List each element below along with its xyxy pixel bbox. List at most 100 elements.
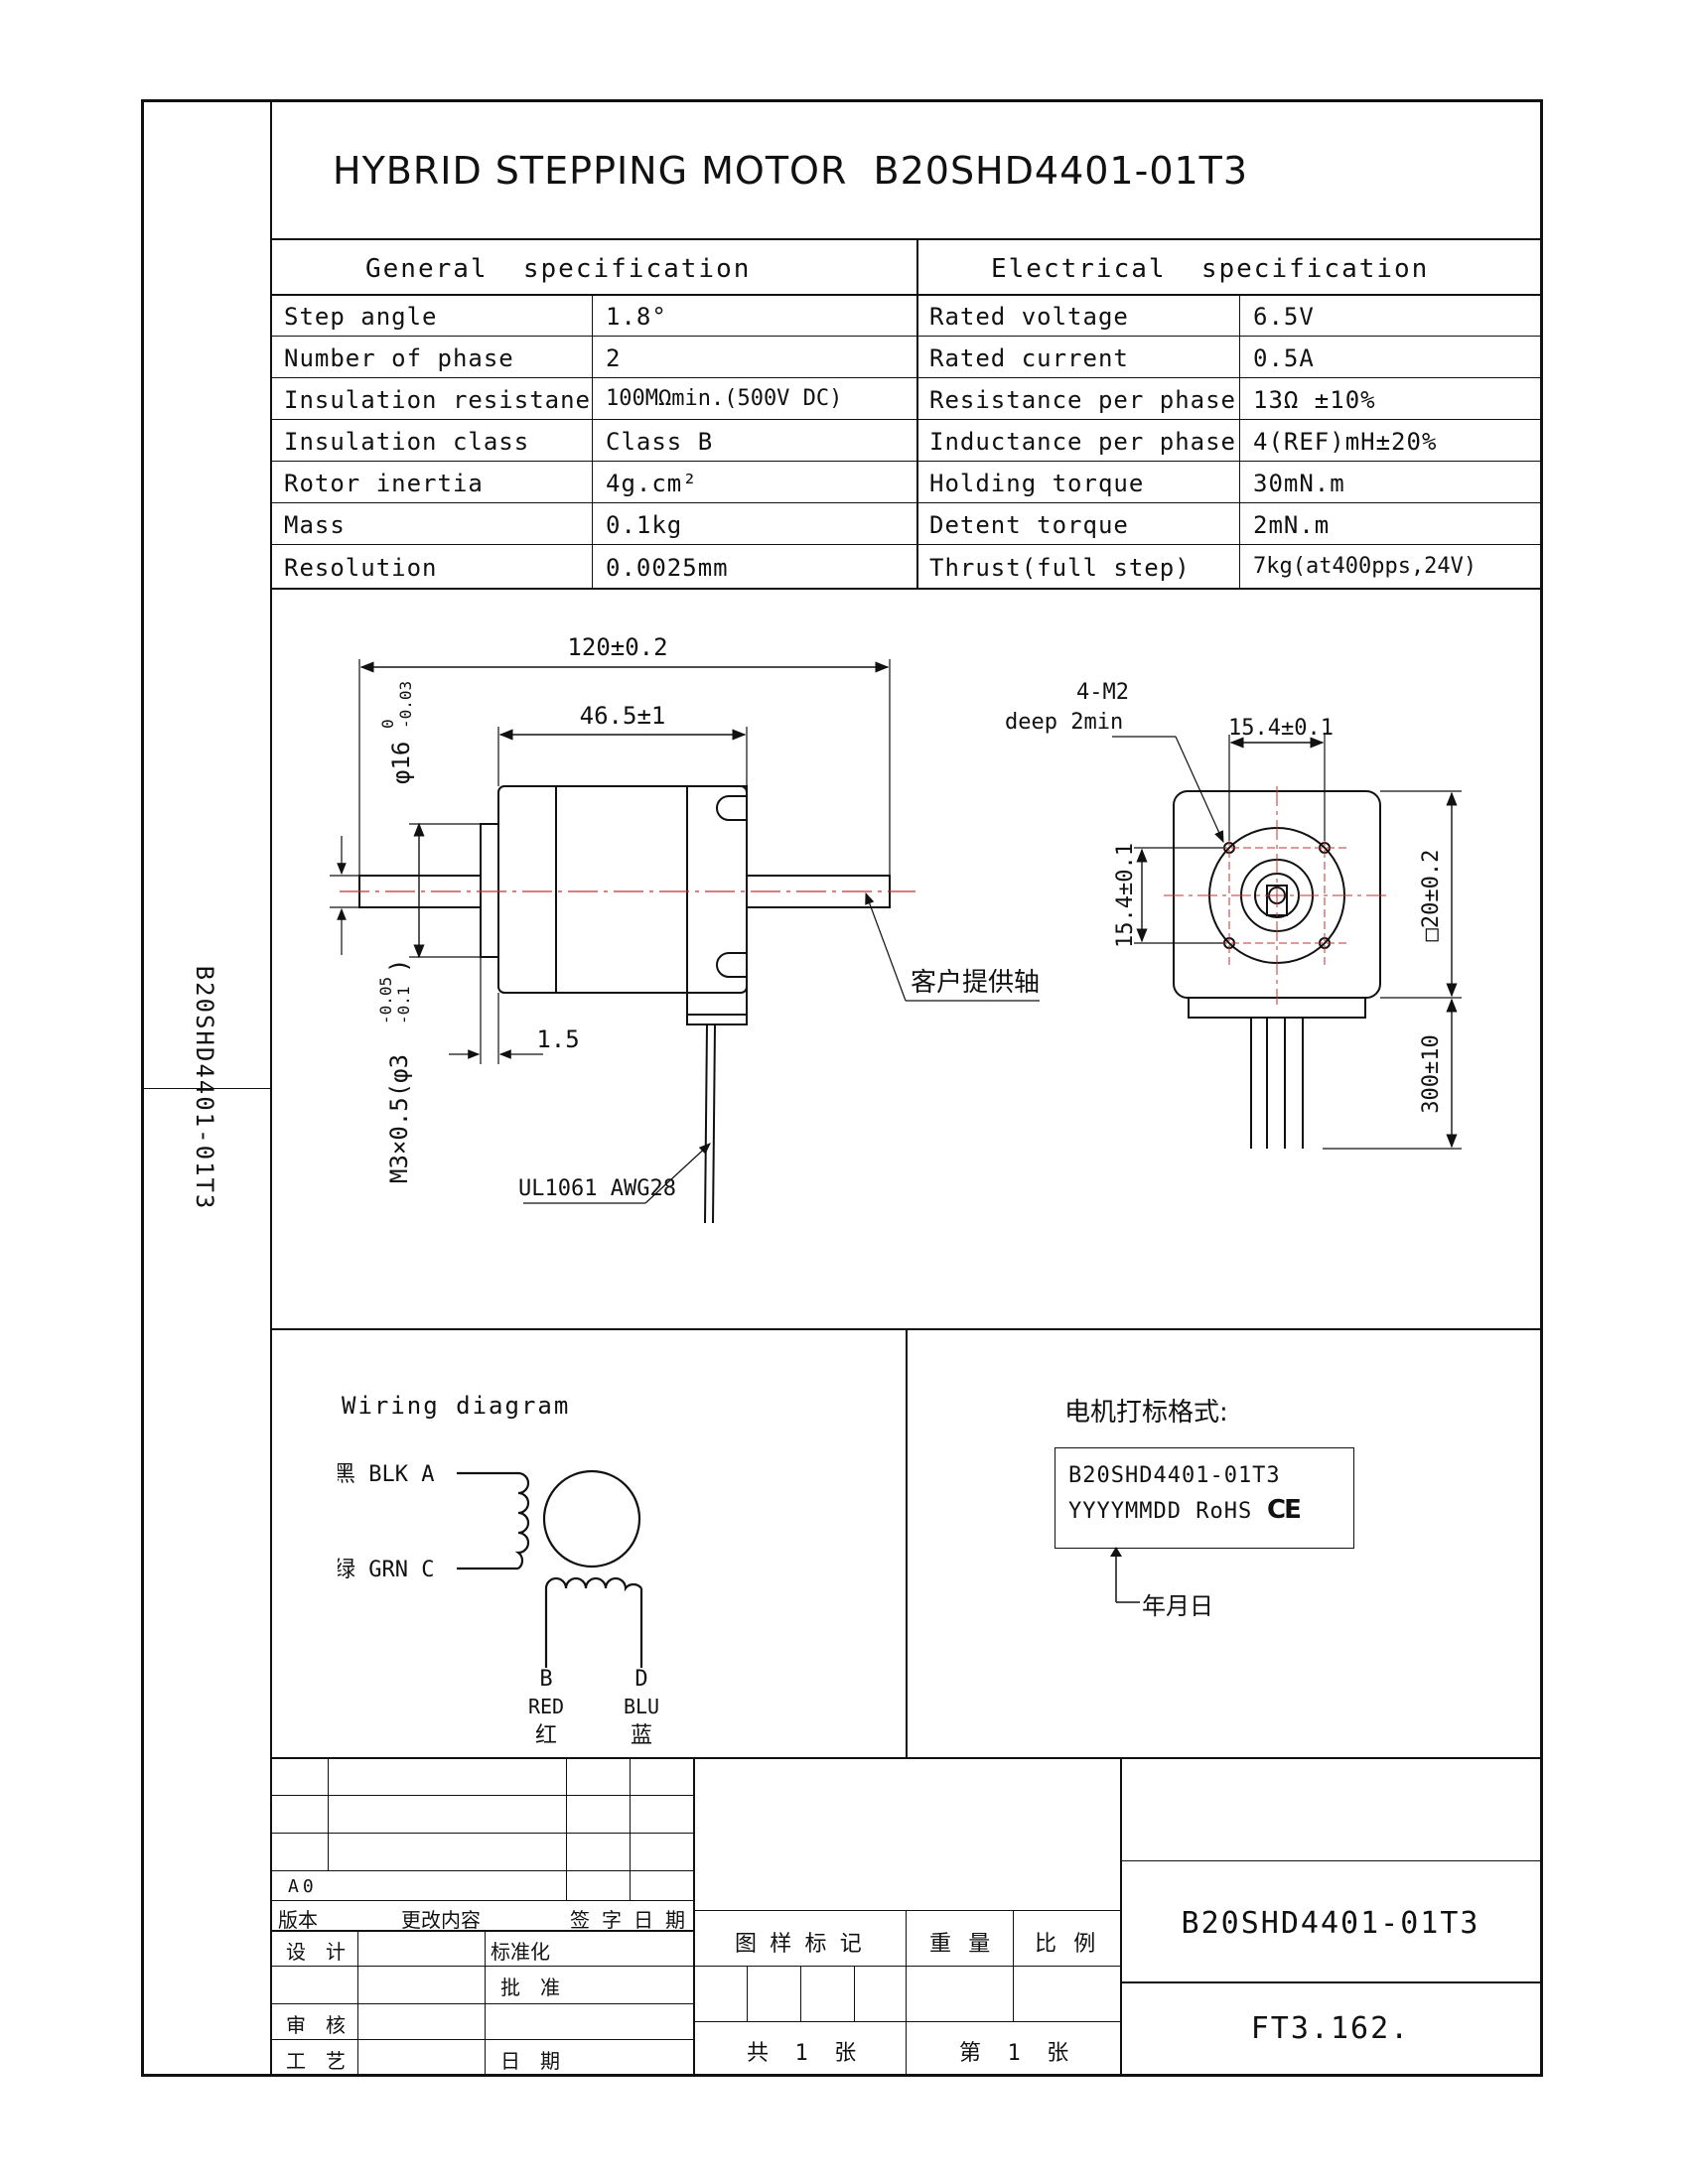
tb-col-mid-right (1120, 1757, 1122, 2077)
drawing-mark-label: 图 样 标 记 (735, 1932, 862, 1957)
general-label: Insulation resistane (284, 386, 591, 414)
tb-mid-col-2 (1013, 1910, 1014, 2021)
dim-body: 46.5±1 (580, 702, 666, 730)
general-value: 4g.cm² (606, 470, 698, 497)
electrical-label: Detent torque (929, 511, 1129, 539)
spec-col-general (592, 294, 593, 588)
tb-col-2 (566, 1757, 567, 1900)
spec-row-4 (270, 461, 1543, 462)
motor-body (497, 785, 748, 994)
general-label: Mass (284, 511, 346, 539)
tb-mid-row-2 (693, 1966, 1120, 1967)
electrical-label: Holding torque (929, 470, 1145, 497)
general-value: 0.1kg (606, 511, 683, 539)
general-label: Resolution (284, 554, 438, 582)
shaft-note: 客户提供轴 (911, 968, 1040, 998)
sheet-number: 第 1 张 (959, 2041, 1069, 2066)
marking-line-2: YYYYMMDD RoHS (1068, 1499, 1253, 1524)
dim-diameter-lower: -0.03 (396, 681, 415, 729)
general-label: Rotor inertia (284, 470, 484, 497)
tb-row-5 (270, 1930, 693, 1932)
wiring-heading: Wiring diagram (342, 1392, 571, 1420)
dim-lead: 300±10 (1419, 1034, 1444, 1113)
spec-row-6 (270, 544, 1543, 545)
general-label: Insulation class (284, 428, 530, 456)
title-block-top (270, 1757, 1543, 1759)
dim-length: 120±0.2 (567, 633, 667, 661)
screw-depth: deep 2min (1005, 710, 1123, 735)
tb-mid-col-s1 (747, 1966, 748, 2021)
electrical-value: 4(REF)mH±20% (1253, 428, 1438, 456)
general-value: 1.8° (606, 303, 667, 331)
dim-thread-close: ) (385, 959, 413, 973)
wire-note: UL1061 AWG28 (518, 1176, 676, 1201)
spec-row-5 (270, 502, 1543, 503)
screw-label: 4-M2 (1076, 680, 1129, 705)
date-label: 日 期 (633, 1908, 686, 1932)
tb-mid-col-s3 (854, 1966, 855, 2021)
electrical-value: 7kg(at400pps,24V) (1253, 554, 1477, 579)
electrical-label: Rated current (929, 344, 1129, 372)
spec-bottom (270, 588, 1543, 590)
front-flange (480, 823, 499, 958)
spec-row-1 (270, 336, 1543, 337)
general-value: 100MΩmin.(500V DC) (606, 386, 843, 411)
margin-tick-right (228, 1088, 272, 1089)
tb-col-4 (693, 1757, 695, 2077)
change-label: 更改内容 (401, 1908, 481, 1932)
wire-b-letter: B (539, 1667, 552, 1692)
tb-mid-row-1 (693, 1910, 1120, 1911)
general-label: Step angle (284, 303, 438, 331)
wire-d-cn: 蓝 (631, 1723, 652, 1748)
tb-mid-row-3 (693, 2021, 1120, 2022)
tb-col-b (485, 1930, 486, 2077)
tb-right-row-2 (1120, 1981, 1543, 1983)
margin-tick-left (141, 1088, 228, 1089)
wire-c-label: 绿 GRN C (338, 1558, 434, 1582)
dim-thread-lower: -0.1 (394, 986, 413, 1024)
date2-label: 日 期 (500, 2049, 565, 2073)
scale-label: 比 例 (1035, 1932, 1098, 1957)
electrical-value: 30mN.m (1253, 470, 1345, 497)
electrical-label: Resistance per phase (929, 386, 1236, 414)
dim-hole-vertical: 15.4±0.1 (1113, 843, 1138, 948)
title-divider (270, 238, 1543, 240)
general-value: 0.0025mm (606, 554, 729, 582)
tb-right-row-1 (1120, 1860, 1543, 1861)
process-label: 工 艺 (286, 2049, 351, 2073)
wire-b-color: RED (528, 1695, 564, 1718)
tb-col-3 (630, 1757, 631, 1900)
tb-col-a (357, 1930, 358, 2077)
design-label: 设 计 (286, 1940, 351, 1964)
date-note: 年月日 (1142, 1592, 1213, 1620)
spec-col-electrical (1239, 294, 1240, 588)
document-number: FT3.162. (1250, 2011, 1411, 2046)
weight-label: 重 量 (929, 1932, 993, 1957)
dim-hole-horizontal: 15.4±0.1 (1228, 716, 1334, 741)
wire-a-label: 黑 BLK A (338, 1462, 434, 1487)
dim-diameter-upper: 0 (378, 719, 397, 729)
side-part-label: B20SHD4401-01T3 (191, 965, 218, 1211)
general-value: Class B (606, 428, 714, 456)
general-value: 2 (606, 344, 622, 372)
wire-b-cn: 红 (535, 1723, 557, 1748)
electrical-label: Rated voltage (929, 303, 1129, 331)
tb-mid-col-s2 (800, 1966, 801, 2021)
general-spec-heading: General specification (365, 254, 752, 284)
electrical-label: Inductance per phase (929, 428, 1236, 456)
tb-col-1 (328, 1757, 329, 1870)
part-number: B20SHD4401-01T3 (1181, 1906, 1480, 1941)
wire-d-color: BLU (624, 1695, 659, 1718)
dim-flange: 1.5 (536, 1025, 579, 1053)
tb-row-2 (270, 1833, 693, 1834)
marking-heading: 电机打标格式: (1064, 1398, 1228, 1428)
dim-thread: M3×0.5(φ3 (385, 1054, 413, 1183)
tb-row-6 (270, 1966, 693, 1967)
spec-head-divider (270, 294, 1543, 296)
dim-thread-upper: -0.05 (376, 977, 395, 1024)
spec-row-3 (270, 419, 1543, 420)
version-label: 版本 (278, 1908, 318, 1932)
ce-mark: CE (1267, 1495, 1302, 1525)
wiring-marking-divider (906, 1328, 908, 1757)
rotor-circle (542, 1469, 641, 1569)
